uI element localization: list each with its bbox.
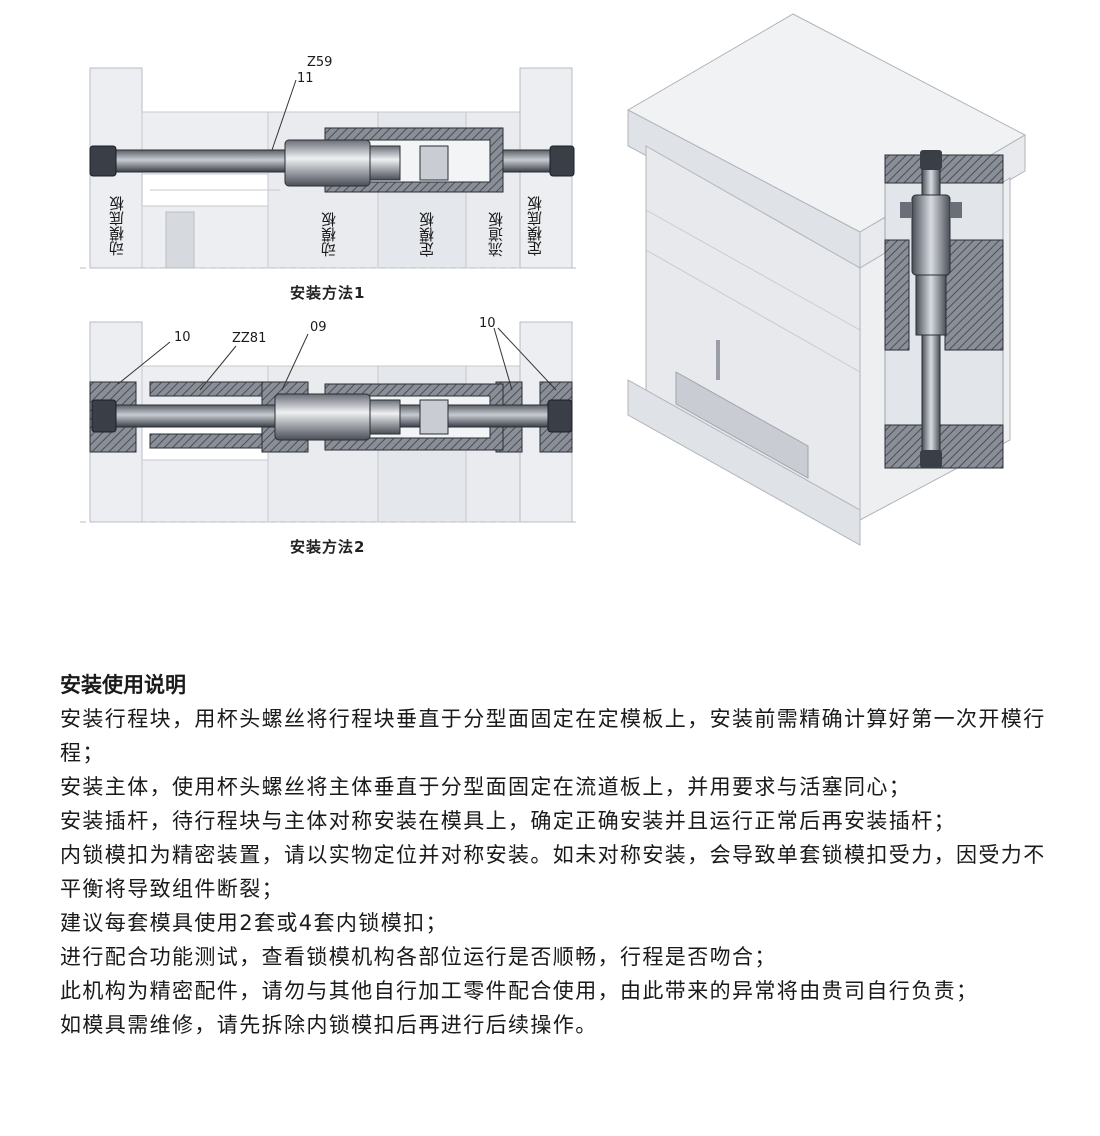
- plate-shape: [141, 205, 269, 269]
- instruction-item: 安装插杆，待行程块与主体对称安装在模具上，确定正确安装并且运行正常后再安装插杆；: [60, 809, 956, 833]
- instruction-item: 如模具需维修，请先拆除内锁模扣后再进行后续操作。: [60, 1013, 598, 1037]
- plate-line: [645, 249, 861, 373]
- leader-line: [117, 341, 171, 385]
- instruction-item: 进行配合功能测试，查看锁模机构各部位运行是否顺畅，行程是否吻合；: [60, 945, 777, 969]
- label-11: 11: [297, 71, 314, 86]
- label-plate-2: 动模板: [320, 212, 338, 257]
- label-plate-5: 定模底板: [526, 196, 544, 256]
- figure2-caption: 安装方法2: [290, 538, 366, 556]
- piston-shape: [419, 145, 449, 181]
- figure1-drawing: [80, 67, 580, 269]
- figure2-drawing: [80, 321, 580, 523]
- isometric-mold: [626, 13, 1027, 546]
- body-shape: [274, 393, 371, 441]
- section-hatch: [944, 239, 1004, 351]
- screw-head-shape: [89, 145, 117, 177]
- instruction-item: 安装主体，使用杯头螺丝将主体垂直于分型面固定在流道板上，并用要求与活塞同心；: [60, 775, 912, 799]
- instruction-item: 安装行程块，用杯头螺丝将行程块垂直于分型面固定在定模板上，安装前需精确计算好第一…: [60, 707, 1046, 765]
- label-zz81: ZZ81: [232, 331, 267, 346]
- section-hatch: [884, 154, 1004, 184]
- plate-shape: [141, 459, 269, 523]
- mold-opening: [675, 371, 809, 479]
- screw-head-shape: [920, 150, 942, 170]
- vertical-body: [915, 274, 947, 336]
- screw-head-shape: [549, 145, 575, 177]
- body-shape: [369, 145, 401, 181]
- label-10-right: 10: [479, 316, 496, 331]
- technical-drawings: [80, 13, 1027, 546]
- instruction-item: 此机构为精密配件，请勿与其他自行加工零件配合使用，由此带来的异常将由贵司自行负责…: [60, 979, 979, 1003]
- side-bolt: [900, 202, 912, 218]
- bushing-shape: [149, 433, 269, 449]
- label-plate-1: 动模底板: [108, 196, 126, 256]
- mold-base: [627, 379, 861, 546]
- screw-head-shape: [920, 450, 942, 468]
- screw-head-shape: [547, 399, 573, 433]
- label-09: 09: [310, 320, 327, 335]
- leader-line: [271, 79, 297, 151]
- piston-shape: [419, 399, 449, 435]
- diagram-area: Z59 11 动模底板 动模板 定模板 流道板 定模底板 安装方法1 10 ZZ…: [80, 13, 1027, 556]
- label-10-left: 10: [174, 330, 191, 345]
- section-hatch: [884, 239, 910, 351]
- instructions-section: 安装使用说明 安装行程块，用杯头螺丝将行程块垂直于分型面固定在定模板上，安装前需…: [60, 668, 1060, 1042]
- leader-line: [497, 327, 557, 391]
- plate-shape: [165, 211, 195, 269]
- leader-line: [199, 345, 237, 391]
- figure1-caption: 安装方法1: [290, 284, 366, 302]
- bushing-shape: [149, 381, 269, 397]
- instructions-title: 安装使用说明: [60, 673, 186, 697]
- plate-line: [645, 209, 861, 331]
- body-shape: [284, 139, 371, 187]
- label-plate-4: 流道板: [487, 212, 505, 257]
- leader-line: [493, 327, 513, 391]
- vertical-body: [911, 194, 951, 276]
- instruction-item: 内锁模扣为精密装置，请以实物定位并对称安装。如未对称安装，会导致单套锁模扣受力，…: [60, 843, 1046, 901]
- leader-line: [281, 333, 309, 391]
- label-z59: Z59: [307, 55, 333, 70]
- ejector-pin: [716, 340, 720, 380]
- body-shape: [369, 399, 401, 435]
- screw-head-shape: [91, 399, 117, 433]
- side-bolt: [950, 202, 962, 218]
- instruction-item: 建议每套模具使用2套或4套内锁模扣；: [60, 911, 448, 935]
- label-plate-3: 定模板: [418, 212, 436, 257]
- section-hatch: [884, 424, 1004, 469]
